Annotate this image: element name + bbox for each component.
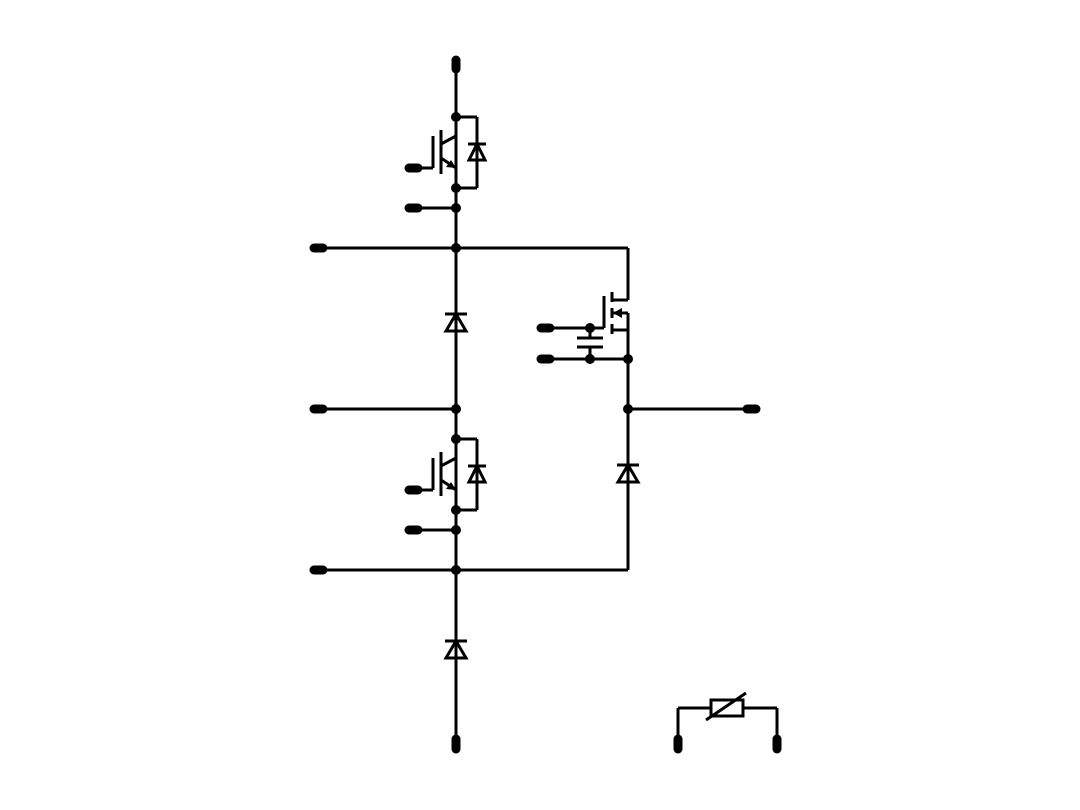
junction-node bbox=[451, 112, 461, 122]
junction-nodes bbox=[451, 112, 633, 575]
junction-node bbox=[623, 354, 633, 364]
thermistor-slash-icon bbox=[705, 691, 747, 722]
diode-triangle-icon bbox=[615, 462, 641, 484]
diode-triangle-icon bbox=[466, 140, 488, 162]
junction-node bbox=[451, 243, 461, 253]
junction-node bbox=[585, 323, 595, 333]
junction-node bbox=[451, 565, 461, 575]
junction-node bbox=[451, 203, 461, 213]
igbt-top-antiparallel-diode bbox=[456, 115, 488, 190]
junction-node bbox=[451, 404, 461, 414]
diode-d1 bbox=[443, 311, 469, 333]
junction-node bbox=[451, 525, 461, 535]
igbt-top-emitter-arrow-icon bbox=[446, 160, 456, 168]
junction-node bbox=[451, 183, 461, 193]
junction-node bbox=[451, 434, 461, 444]
diode-triangle-icon bbox=[443, 638, 469, 660]
junction-node bbox=[585, 354, 595, 364]
igbt-bottom-antiparallel-diode bbox=[456, 437, 488, 512]
junction-node bbox=[623, 404, 633, 414]
igbt-bottom-emitter-arrow-icon bbox=[446, 482, 456, 490]
terminal-pins bbox=[309, 55, 782, 754]
diode-triangle-icon bbox=[466, 462, 488, 484]
diode-triangle-icon bbox=[443, 311, 469, 333]
junction-node bbox=[451, 505, 461, 515]
diode-d3 bbox=[615, 462, 641, 484]
upper-bus bbox=[318, 246, 630, 300]
diode-d2 bbox=[443, 638, 469, 660]
mosfet-body-arrow-icon bbox=[613, 308, 622, 318]
capacitor-c1 bbox=[545, 328, 628, 361]
thermistor bbox=[676, 691, 779, 744]
